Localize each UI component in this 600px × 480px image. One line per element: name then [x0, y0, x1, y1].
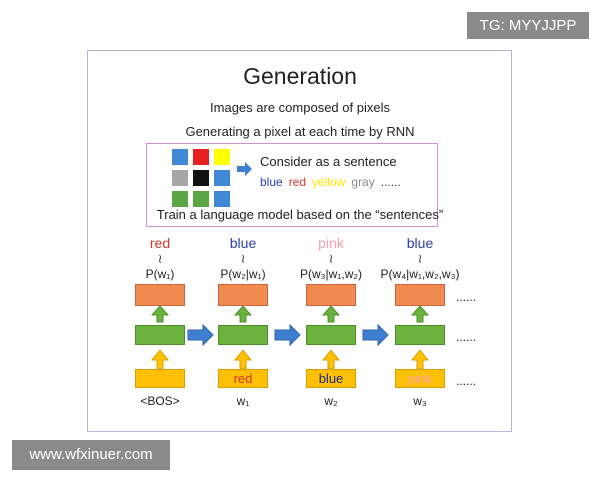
- output-box-2: [218, 284, 268, 306]
- dots-middle: ......: [456, 330, 477, 344]
- up-arrow-yellow-3: [321, 349, 341, 370]
- hidden-box-3: [306, 325, 356, 345]
- output-word-4: blue: [406, 235, 434, 251]
- pixel-cell: [172, 149, 188, 165]
- probability-label-3: P(w₃|w₁,w₂): [299, 267, 363, 281]
- color-word: ......: [380, 175, 401, 189]
- output-box-4: [395, 284, 445, 306]
- sample-symbol-4: ≀: [417, 251, 423, 266]
- hidden-box-2: [218, 325, 268, 345]
- probability-label-1: P(w₁): [145, 267, 175, 281]
- watermark-bottom: www.wfxinuer.com: [12, 440, 170, 470]
- pixel-cell: [214, 149, 230, 165]
- sample-symbol-3: ≀: [328, 251, 334, 266]
- color-word: yellow: [312, 175, 346, 189]
- output-word-1: red: [149, 235, 171, 251]
- up-arrow-green-3: [321, 305, 341, 323]
- input-box-2: red: [218, 369, 268, 388]
- sentence-box: [146, 143, 438, 227]
- input-word-2: w₁: [236, 394, 250, 408]
- grid-to-sentence-arrow: [237, 162, 252, 176]
- pixel-cell: [172, 170, 188, 186]
- output-word-2: blue: [229, 235, 257, 251]
- watermark-top: TG: MYYJJPP: [467, 12, 589, 39]
- input-box-4: pink: [395, 369, 445, 388]
- color-word: blue: [260, 175, 283, 189]
- up-arrow-green-4: [410, 305, 430, 323]
- pixel-cell: [172, 191, 188, 207]
- output-word-3: pink: [318, 235, 344, 251]
- consider-text: Consider as a sentence: [260, 154, 397, 169]
- pixel-cell: [193, 149, 209, 165]
- subtitle-line-2: Generating a pixel at each time by RNN: [185, 124, 415, 139]
- input-box-3: blue: [306, 369, 356, 388]
- up-arrow-green-1: [150, 305, 170, 323]
- up-arrow-yellow-2: [233, 349, 253, 370]
- hidden-box-4: [395, 325, 445, 345]
- sample-symbol-2: ≀: [240, 251, 246, 266]
- up-arrow-green-2: [233, 305, 253, 323]
- input-box-1: [135, 369, 185, 388]
- subtitle-line-1: Images are composed of pixels: [210, 100, 390, 115]
- input-word-4: w₃: [413, 394, 427, 408]
- up-arrow-yellow-4: [410, 349, 430, 370]
- train-text: Train a language model based on the “sen…: [156, 207, 444, 222]
- pixel-cell: [214, 170, 230, 186]
- up-arrow-yellow-1: [150, 349, 170, 370]
- output-box-3: [306, 284, 356, 306]
- input-word-1: <BOS>: [140, 394, 180, 408]
- dots-top: ......: [456, 290, 477, 304]
- output-box-1: [135, 284, 185, 306]
- slide-title: Generation: [243, 63, 357, 89]
- pixel-cell: [214, 191, 230, 207]
- hidden-box-1: [135, 325, 185, 345]
- color-word: gray: [351, 175, 375, 189]
- probability-label-2: P(w₂|w₁): [220, 267, 266, 281]
- color-word: red: [288, 175, 307, 189]
- right-arrow-2: [274, 323, 301, 347]
- right-arrow-3: [362, 323, 389, 347]
- input-word-3: w₂: [324, 394, 338, 408]
- pixel-cell: [193, 170, 209, 186]
- pixel-cell: [193, 191, 209, 207]
- right-arrow-1: [187, 323, 214, 347]
- sample-symbol-1: ≀: [157, 251, 163, 266]
- probability-label-4: P(w₄|w₁,w₂,w₃): [380, 267, 460, 281]
- dots-bottom: ......: [456, 374, 477, 388]
